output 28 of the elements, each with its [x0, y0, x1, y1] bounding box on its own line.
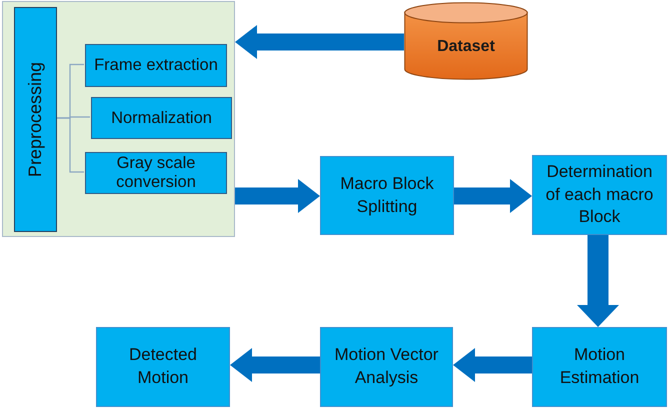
- block-arrow: [453, 348, 532, 382]
- stage-box: [14, 7, 57, 232]
- process-box: [85, 44, 227, 87]
- step-label: Determination of each macro Block: [544, 160, 654, 228]
- process-box: [96, 327, 230, 407]
- substep-label: Normalization: [111, 108, 212, 128]
- step-label: Macro Block Splitting: [339, 172, 435, 218]
- process-box: [91, 97, 232, 139]
- stage-label: Preprocessing: [25, 62, 46, 178]
- substep-label: Frame extraction: [94, 56, 218, 75]
- block-arrow: [577, 235, 619, 327]
- block-arrow: [230, 348, 320, 382]
- step-label: Motion Vector Analysis: [334, 344, 440, 389]
- process-box: [532, 327, 667, 407]
- block-arrow: [235, 179, 320, 213]
- connector-line: [56, 117, 84, 173]
- database-label: Dataset: [437, 38, 495, 56]
- step-label: Motion Estimation: [558, 344, 640, 389]
- block-arrow: [235, 25, 404, 59]
- group-panel: [2, 1, 235, 237]
- step-label: Detected Motion: [128, 344, 198, 389]
- process-box: [85, 152, 227, 194]
- process-box: [532, 155, 667, 235]
- substep-label: Gray scale conversion: [115, 154, 197, 192]
- process-box: [320, 327, 453, 407]
- database-cylinder: [404, 2, 528, 80]
- process-box: [320, 156, 454, 235]
- block-arrow: [454, 179, 532, 213]
